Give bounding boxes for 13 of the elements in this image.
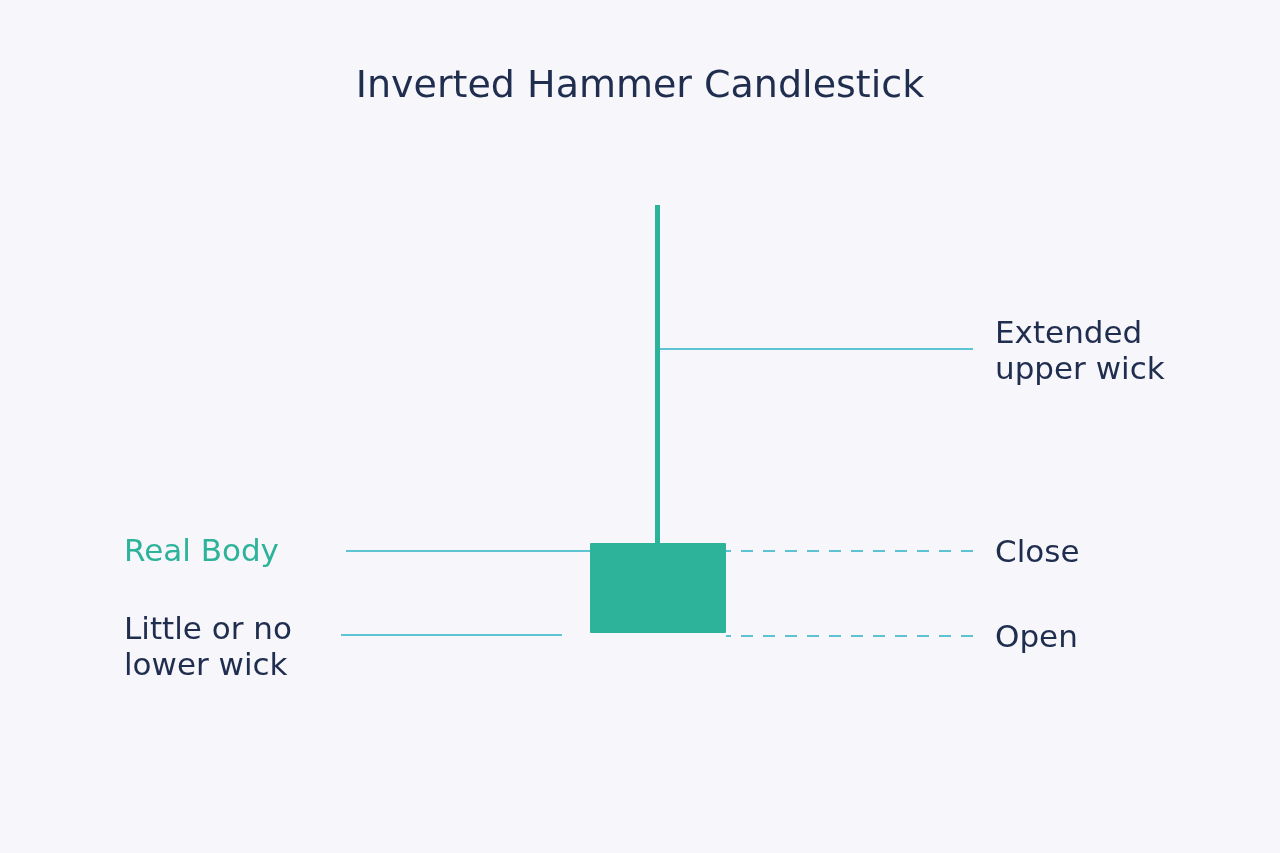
candle-body bbox=[590, 543, 726, 633]
callout-label: Close bbox=[995, 533, 1145, 569]
callout-label: Extended upper wick bbox=[995, 314, 1225, 386]
callout-label: Real Body bbox=[124, 532, 344, 568]
diagram-title: Inverted Hammer Candlestick bbox=[354, 62, 926, 106]
leader-line bbox=[340, 634, 563, 636]
leader-line bbox=[725, 550, 974, 552]
callout-label: Open bbox=[995, 618, 1145, 654]
callout-label: Little or no lower wick bbox=[124, 610, 339, 682]
upper-wick bbox=[655, 205, 660, 545]
leader-line bbox=[345, 550, 591, 552]
leader-line bbox=[659, 348, 974, 350]
leader-line bbox=[725, 635, 974, 637]
